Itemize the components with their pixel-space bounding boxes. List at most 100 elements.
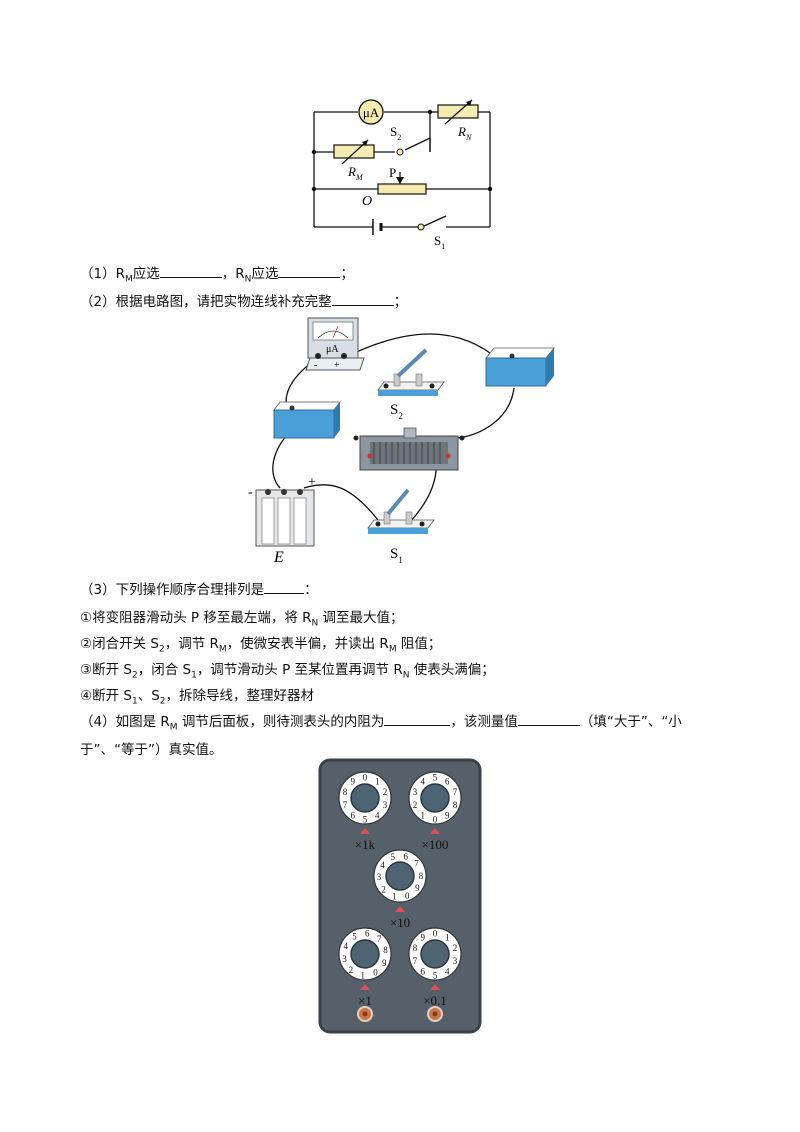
dial-digit: 8: [419, 871, 424, 881]
answer-blank-resistance[interactable]: [384, 711, 451, 726]
battery-plus: +: [308, 475, 316, 490]
dial-knob[interactable]: [350, 783, 380, 813]
resistance-box-left: [273, 401, 341, 439]
dial-digit: 9: [445, 811, 450, 821]
circuit-diagram: μA RN RM S2 P O S1: [311, 99, 493, 251]
answer-blank-comparison[interactable]: [517, 711, 580, 726]
dial-digit: 1: [392, 892, 397, 902]
dial-digit: 7: [377, 934, 382, 944]
battery-minus: -: [248, 485, 253, 500]
dial-digit: 2: [381, 884, 386, 894]
dial-digit: 2: [453, 943, 458, 953]
dial-pointer-icon: [430, 828, 440, 834]
dial-digit: 6: [420, 967, 425, 977]
dial-digit: 2: [383, 787, 388, 797]
question-1: （1）RM应选，RN应选；: [80, 262, 354, 285]
answer-blank-order[interactable]: [264, 579, 305, 594]
step-3: ③断开 S2，闭合 S1，调节滑动头 P 至某位置再调节 RN 使表头满偏；: [80, 662, 495, 681]
dial-multiplier-label: ×1k: [355, 837, 376, 852]
question-3: （3）下列操作顺序合理排列是：: [80, 578, 318, 598]
apparatus-s1-label: S1: [390, 546, 403, 565]
battery: - + E: [248, 475, 316, 566]
s2-label: S2: [390, 124, 401, 142]
s1-label: S1: [434, 233, 445, 251]
microammeter: μA - +: [305, 317, 365, 371]
dial-digit: 3: [453, 956, 458, 966]
dial-digit: 8: [383, 945, 388, 955]
dial-digit: 2: [349, 965, 354, 975]
dial-digit: 0: [405, 891, 410, 901]
dial-multiplier-label: ×0.1: [423, 993, 447, 1008]
dial-digit: 0: [433, 815, 438, 825]
dial-pointer-icon: [430, 984, 440, 990]
meter-minus: -: [314, 360, 317, 371]
question-2: （2）根据电路图，请把实物连线补充完整；: [80, 290, 407, 310]
dial-digit: 6: [350, 811, 355, 821]
o-label: O: [362, 194, 372, 209]
rheostat: [353, 427, 465, 471]
rm-label: RM: [347, 164, 364, 182]
dial-multiplier-label: ×10: [390, 915, 410, 930]
dial-digit: 9: [350, 777, 355, 787]
dial-digit: 4: [445, 967, 450, 977]
dial-digit: 8: [453, 800, 458, 810]
dial-digit: 9: [382, 958, 387, 968]
dial-digit: 1: [420, 811, 425, 821]
meter-label: μA: [363, 105, 380, 120]
dial-digit: 5: [391, 852, 396, 862]
dial-knob[interactable]: [420, 783, 450, 813]
dial-digit: 4: [420, 777, 425, 787]
dial-digit: 4: [380, 860, 385, 870]
dial-multiplier-label: ×1: [358, 993, 372, 1008]
question-4-line2: 于”、“等于”）真实值。: [80, 742, 223, 758]
apparatus-diagram: μA - + S2: [248, 317, 555, 566]
dial-digit: 8: [413, 943, 418, 953]
dial-digit: 1: [361, 970, 366, 980]
dial-digit: 3: [342, 954, 347, 964]
step-4: ④断开 S1、S2，拆除导线，整理好器材: [80, 688, 315, 707]
dial-digit: 8: [343, 787, 348, 797]
step-1: ①将变阻器滑动头 P 移至最左端，将 RN 调至最大值；: [80, 610, 404, 629]
dial-digit: 1: [375, 777, 380, 787]
answer-blank-wiring[interactable]: [331, 291, 394, 306]
question-4-line1: （4）如图是 RM 调节后面板，则待测表头的内阻为，该测量值（填“大于”、“小: [80, 710, 682, 733]
dial-pointer-icon: [360, 984, 370, 990]
apparatus-meter-label: μA: [326, 344, 339, 355]
resistance-box-right: [485, 347, 555, 387]
dial-knob[interactable]: [385, 861, 415, 891]
dial-digit: 4: [344, 941, 349, 951]
meter-plus: +: [334, 360, 340, 371]
dial-digit: 5: [433, 971, 438, 981]
answer-blank-rm[interactable]: [159, 263, 222, 278]
switch-s2: S2: [377, 348, 445, 421]
dial-digit: 7: [413, 956, 418, 966]
dial-digit: 6: [365, 929, 370, 939]
dial-digit: 7: [453, 787, 458, 797]
dial-knob[interactable]: [350, 939, 380, 969]
dial-digit: 6: [404, 851, 409, 861]
battery-label: E: [273, 549, 284, 566]
answer-blank-rn[interactable]: [278, 263, 341, 278]
dial-digit: 7: [414, 859, 419, 869]
dial-pointer-icon: [360, 828, 370, 834]
dial-digit: 5: [363, 815, 368, 825]
dial-digit: 6: [445, 777, 450, 787]
dial-digit: 9: [415, 883, 420, 893]
apparatus-s2-label: S2: [390, 402, 403, 421]
dial-digit: 5: [352, 931, 357, 941]
dial-knob[interactable]: [420, 939, 450, 969]
dial-digit: 9: [420, 933, 425, 943]
dial-digit: 2: [413, 800, 418, 810]
rn-label: RN: [457, 124, 472, 142]
dial-digit: 5: [433, 773, 438, 783]
p-label: P: [389, 165, 396, 180]
dial-digit: 4: [375, 811, 380, 821]
dial-pointer-icon: [395, 906, 405, 912]
switch-s1: S1: [367, 488, 435, 565]
